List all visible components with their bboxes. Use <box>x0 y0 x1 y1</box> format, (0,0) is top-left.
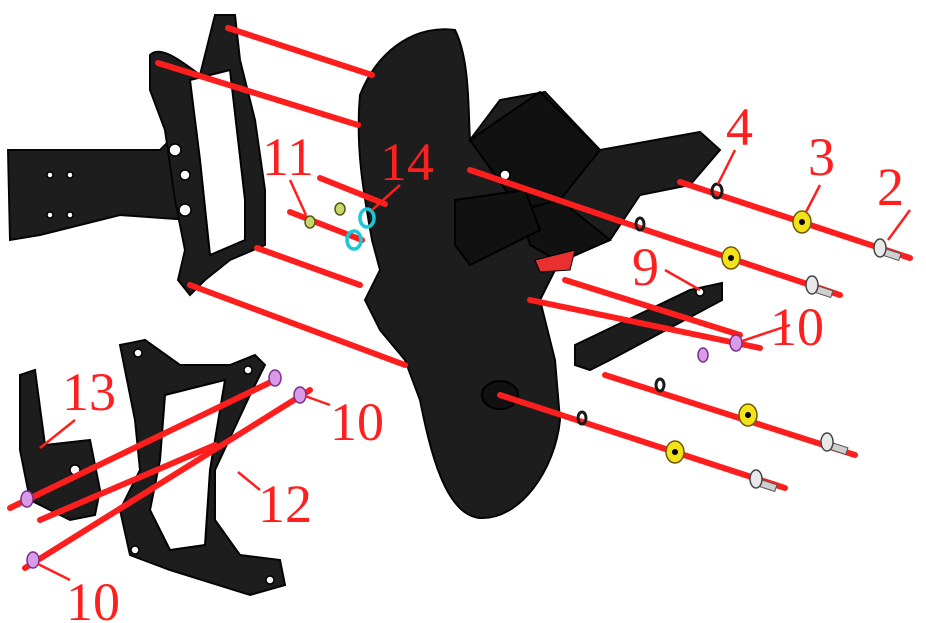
callout-10-right: 10 <box>770 297 824 357</box>
rings-and-nuts <box>304 202 376 251</box>
washers-yellow <box>665 210 812 464</box>
upper-left-bracket <box>6 14 266 297</box>
callout-11: 11 <box>262 127 314 187</box>
callout-4: 4 <box>726 97 753 157</box>
rear-fender-body <box>357 28 722 520</box>
callout-9: 9 <box>632 237 659 297</box>
leader-lines <box>37 149 912 582</box>
callout-10-bottom: 10 <box>66 572 120 623</box>
lower-bracket-12 <box>118 338 287 597</box>
bolts <box>749 238 902 493</box>
callout-14: 14 <box>380 132 434 192</box>
callout-12: 12 <box>258 474 312 534</box>
screws-purple <box>20 334 743 569</box>
washers-black <box>576 182 724 426</box>
callout-10-middle: 10 <box>330 392 384 452</box>
callout-13: 13 <box>62 362 116 422</box>
assembly-axes <box>7 25 913 571</box>
callout-3: 3 <box>808 127 835 187</box>
callouts: 2 3 4 9 10 10 10 11 12 13 14 <box>62 97 904 623</box>
callout-2: 2 <box>877 157 904 217</box>
